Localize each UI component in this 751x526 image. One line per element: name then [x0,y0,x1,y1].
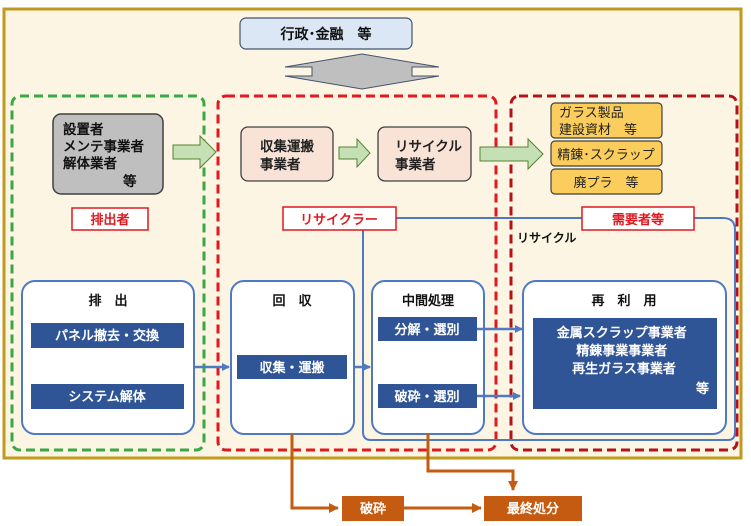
emitter-actor-line: メンテ事業者 [63,138,144,155]
collection-item: 収集・運搬 [259,360,324,376]
final-disposal-label: 最終処分 [507,501,559,517]
svg-text:金属スクラップ事業者 精錬事業事業者 再生ガ: 金属スクラップ事業者 精錬事業事業者 再生ガラス事業者 [556,325,692,377]
emission-stage-title: 排 出 [88,293,127,309]
emitter-actor-line: 設置者 [63,121,104,138]
reuse-item-box [533,318,717,409]
reuse-item-line: 精錬事業事業者 [576,343,667,359]
arrow-recycler-to-products-icon [479,137,544,171]
intermediate-item-box [378,317,477,341]
arrow-collector-to-recycler-icon [338,137,371,169]
svg-text:ガラス製品 建設資材 等: ガラス製品 建設資材 等 [559,106,637,138]
emitter-actor-box [52,113,164,195]
demand-zone [509,94,739,452]
product-label: ガラス製品 [559,106,624,121]
reuse-item-line: 再生ガラス事業者 [572,361,676,377]
svg-text:リサイクル 事業者: リサイクル 事業者 [395,139,467,173]
recycler-actor-box [377,126,472,182]
recycle-loop-line [362,217,736,441]
intermediate-item-box [378,384,477,408]
demand-tag: 需要者等 [612,212,664,228]
flow-collection-to-crush [290,434,339,513]
flow-intermediate-to-final [426,434,518,491]
intermediate-item: 分解・選別 [394,322,459,338]
product-box-plastic [550,168,663,195]
recycler-actor-line: リサイクル [395,139,462,155]
svg-text:設置者 メンテ事業者 解体業者 等: 設置者 メンテ事業者 解体業者 等 [63,121,149,190]
emitter-tag-box [71,207,149,231]
admin-finance-box [239,17,413,50]
emission-item: システム解体 [68,389,147,405]
intermediate-stage-title: 中間処理 [402,293,454,309]
crush-box [342,496,404,521]
emitter-actor-line: 等 [123,173,137,190]
product-label: 建設資材 等 [559,122,637,138]
reuse-item-line: 金属スクラップ事業者 [556,325,687,341]
recycle-label: リサイクル [517,231,576,245]
recycler-tag-box [282,206,397,231]
demand-tag-box [581,206,695,231]
emission-item-box [31,384,184,409]
svg-text:収集運搬 事業者: 収集運搬 事業者 [260,138,319,173]
collector-actor-line: 収集運搬 [260,138,314,155]
product-box-smelting [550,140,663,167]
product-label: 廃プラ 等 [573,175,638,191]
reuse-stage-title: 再 利 用 [591,293,656,309]
final-disposal-box [484,496,582,521]
collector-actor-box [240,126,334,182]
emitter-zone [10,94,206,452]
collection-item-box [237,355,347,379]
bidirectional-arrow-icon [284,53,440,90]
reuse-item-line: 等 [695,381,709,397]
collector-actor-line: 事業者 [260,156,301,173]
crush-label: 破砕 [360,501,386,517]
emitter-tag: 排出者 [90,212,129,228]
collection-stage-title: 回 収 [272,294,312,309]
admin-finance-label: 行政･金融 等 [280,26,372,43]
intermediate-item: 破砕・選別 [394,389,459,405]
emitter-actor-line: 解体業者 [63,155,117,172]
recycler-zone [216,94,498,452]
emission-item-box [31,323,184,348]
arrow-emitter-to-collector-icon [172,134,217,170]
emission-item: パネル撤去・交換 [55,328,160,344]
product-box-glass [550,102,663,139]
recycler-actor-line: 事業者 [395,156,436,173]
recycler-tag: リサイクラー [300,213,378,228]
product-label: 精錬･スクラップ [557,148,655,163]
